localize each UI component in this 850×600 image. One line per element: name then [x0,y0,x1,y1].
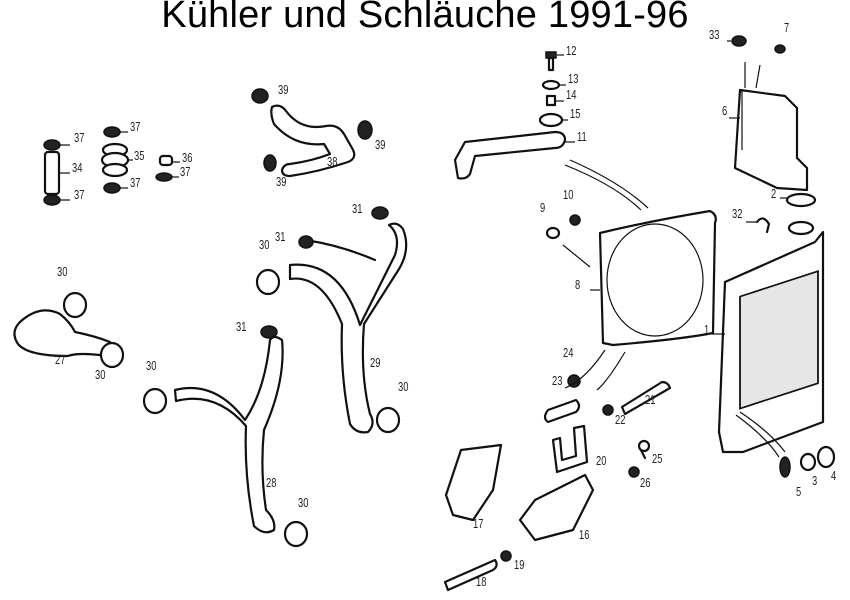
part-number-label: 3 [812,473,818,488]
part-number-label: 26 [640,475,651,490]
part-number-label: 35 [134,148,145,163]
lower-brackets-group [443,349,672,592]
part-number-label: 16 [579,527,590,542]
part-number-label: 19 [514,557,525,572]
part-number-label: 11 [577,129,587,144]
part-number-label: 30 [146,358,157,373]
part-number-label: 37 [130,175,141,190]
part-number-label: 29 [370,355,381,370]
fan-shroud-8-group [545,159,717,347]
part-number-label: 2 [771,186,777,201]
part-number-label: 36 [182,150,193,165]
part-number-label: 37 [74,130,85,145]
part-number-label: 18 [476,574,487,589]
part-number-label: 21 [645,392,656,407]
bellows-35-group [100,126,133,194]
part-number-label: 31 [352,201,363,216]
part-number-label: 7 [784,20,790,35]
part-number-label: 4 [831,468,837,483]
part-number-label: 5 [796,484,802,499]
part-number-label: 17 [473,516,484,531]
part-number-label: 34 [72,160,83,175]
part-number-label: 22 [615,412,626,427]
part-number-label: 39 [375,137,386,152]
part-number-label: 39 [276,174,287,189]
hose-28-group [142,325,309,548]
part-number-label: 15 [570,106,581,121]
hose-29-group [255,206,408,434]
part-number-label: 12 [566,43,577,58]
part-number-label: 37 [130,119,141,134]
temp-switch-group [779,445,836,478]
hose-27-group [13,291,125,369]
part-number-label: 38 [327,154,338,169]
part-number-label: 23 [552,373,563,388]
part-number-label: 30 [259,237,270,252]
part-number-label: 31 [236,319,247,334]
part-number-label: 10 [563,187,574,202]
diagram-title: Kühler und Schläuche 1991-96 [161,0,689,36]
part-number-label: 8 [575,277,581,292]
part-number-label: 32 [732,206,743,221]
part-number-label: 30 [398,379,409,394]
hose-34-group [43,139,70,206]
part-number-label: 30 [57,264,68,279]
part-number-label: 30 [95,367,106,382]
expansion-tank-group [727,35,809,192]
part-number-label: 39 [278,82,289,97]
part-number-label: 14 [566,87,577,102]
part-number-label: 33 [709,27,720,42]
part-number-label: 6 [722,103,728,118]
connector-36-group [155,154,180,182]
part-number-label: 9 [540,200,546,215]
part-number-label: 24 [563,345,574,360]
radiator-group [712,192,825,458]
part-number-label: 27 [55,352,66,367]
part-number-label: 37 [74,187,85,202]
part-number-label: 20 [596,453,607,468]
part-number-label: 13 [568,71,579,86]
bracket-11-group [453,51,575,180]
part-number-label: 1 [704,322,710,337]
part-number-label: 28 [266,475,277,490]
part-number-label: 37 [180,164,191,179]
hose-38-group [251,88,373,178]
part-number-label: 31 [275,229,286,244]
part-number-label: 25 [652,451,663,466]
part-number-label: 30 [298,495,309,510]
